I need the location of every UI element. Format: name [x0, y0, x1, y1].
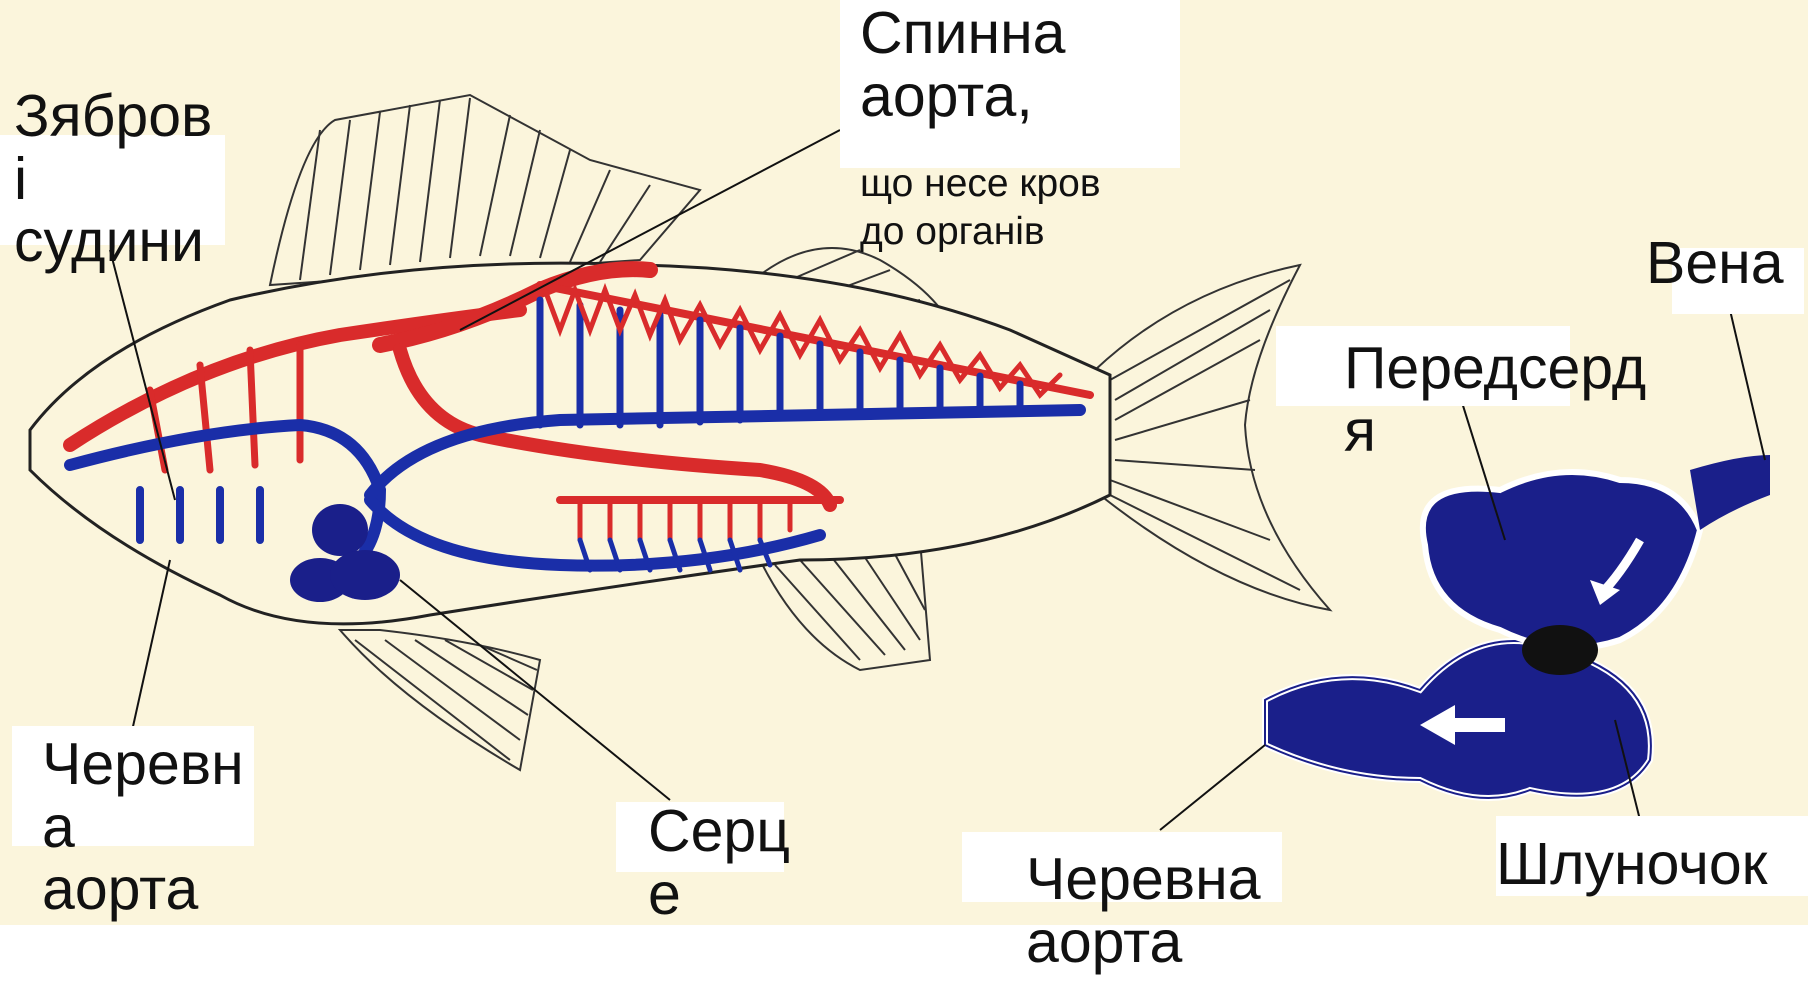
dorsal-aorta-label: Спинна аорта,	[860, 2, 1066, 127]
vein-label: Вена	[1646, 232, 1784, 295]
tail-fin	[1095, 265, 1330, 610]
dorsal-aorta-note: що несе кров до органів	[860, 160, 1101, 255]
ventral-aorta-right-label: Черевна аорта	[1026, 848, 1261, 973]
enlarged-heart	[1265, 455, 1770, 798]
gill-vessels-label: Зябров і судини	[14, 85, 212, 273]
atrium-label: Передсерд я	[1344, 337, 1646, 462]
heart-label: Серц е	[648, 800, 790, 925]
ventral-aorta-left-label: Черевн а аорта	[42, 733, 244, 921]
ventricle-label: Шлуночок	[1496, 833, 1767, 896]
